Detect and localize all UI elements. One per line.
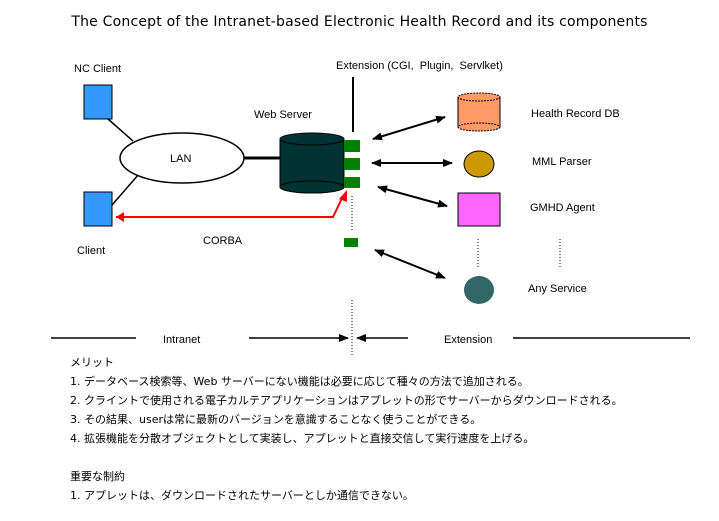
lan-label: LAN bbox=[170, 153, 191, 165]
spacer bbox=[70, 448, 623, 467]
nc-client-lan-link bbox=[107, 118, 134, 142]
arrow-health-record-db bbox=[372, 115, 446, 141]
plugin-slot-3 bbox=[344, 177, 360, 188]
merits-heading: メリット bbox=[70, 356, 114, 369]
nc-client-icon bbox=[83, 84, 113, 120]
merit-item: 1. データベース検索等、Web サーバーにない機能は必要に応じて種々の方法で追… bbox=[70, 375, 529, 388]
corba-arrowhead-server bbox=[339, 190, 347, 202]
corba-connection bbox=[116, 195, 344, 218]
architecture-diagram: NC Client Client LAN Web Server Extensio… bbox=[51, 60, 690, 355]
health-record-db-label: Health Record DB bbox=[531, 108, 620, 120]
mml-parser-icon bbox=[463, 150, 495, 178]
any-service-icon bbox=[464, 276, 494, 304]
mml-parser-label: MML Parser bbox=[532, 156, 592, 168]
gmhd-agent-icon bbox=[457, 192, 501, 227]
client-lan-link bbox=[111, 173, 140, 206]
constraint-item: 1. アプレットは、ダウンロードされたサーバーとしか通信できない。 bbox=[70, 489, 414, 502]
web-server-label: Web Server bbox=[254, 109, 312, 121]
client-icon bbox=[83, 191, 113, 227]
plugin-slot-n bbox=[344, 238, 358, 247]
extension-zone-label: Extension bbox=[444, 334, 492, 346]
merit-item: 3. その結果、userは常に最新のバージョンを意識することなく使うことができる… bbox=[70, 413, 482, 426]
plugin-slot-1 bbox=[344, 140, 360, 152]
merit-item: 4. 拡張機能を分散オブジェクトとして実装し、アプレットと直接交信して実行速度を… bbox=[70, 432, 535, 445]
merit-item: 2. クライントで使用される電子カルテアプリケーションはアプレットの形でサーバー… bbox=[70, 394, 623, 407]
diagram-title: The Concept of the Intranet-based Electr… bbox=[71, 14, 648, 30]
web-server-icon bbox=[279, 132, 345, 194]
client-label: Client bbox=[77, 245, 105, 257]
extension-plugins-label: Extension (CGI, Plugin, Servlket) bbox=[336, 60, 503, 72]
plugin-slot-2 bbox=[344, 158, 360, 170]
arrow-gmhd-agent bbox=[377, 185, 448, 208]
constraints-heading: 重要な制約 bbox=[70, 470, 125, 483]
nc-client-label: NC Client bbox=[74, 63, 121, 75]
corba-label: CORBA bbox=[203, 235, 243, 247]
notes-section: メリット 1. データベース検索等、Web サーバーにない機能は必要に応じて種々… bbox=[70, 353, 623, 505]
intranet-label: Intranet bbox=[163, 334, 200, 346]
any-service-label: Any Service bbox=[528, 283, 587, 295]
corba-arrowhead-client bbox=[116, 212, 124, 222]
health-record-db-icon bbox=[457, 92, 501, 132]
gmhd-agent-label: GMHD Agent bbox=[530, 202, 595, 214]
arrow-any-service bbox=[374, 249, 446, 279]
